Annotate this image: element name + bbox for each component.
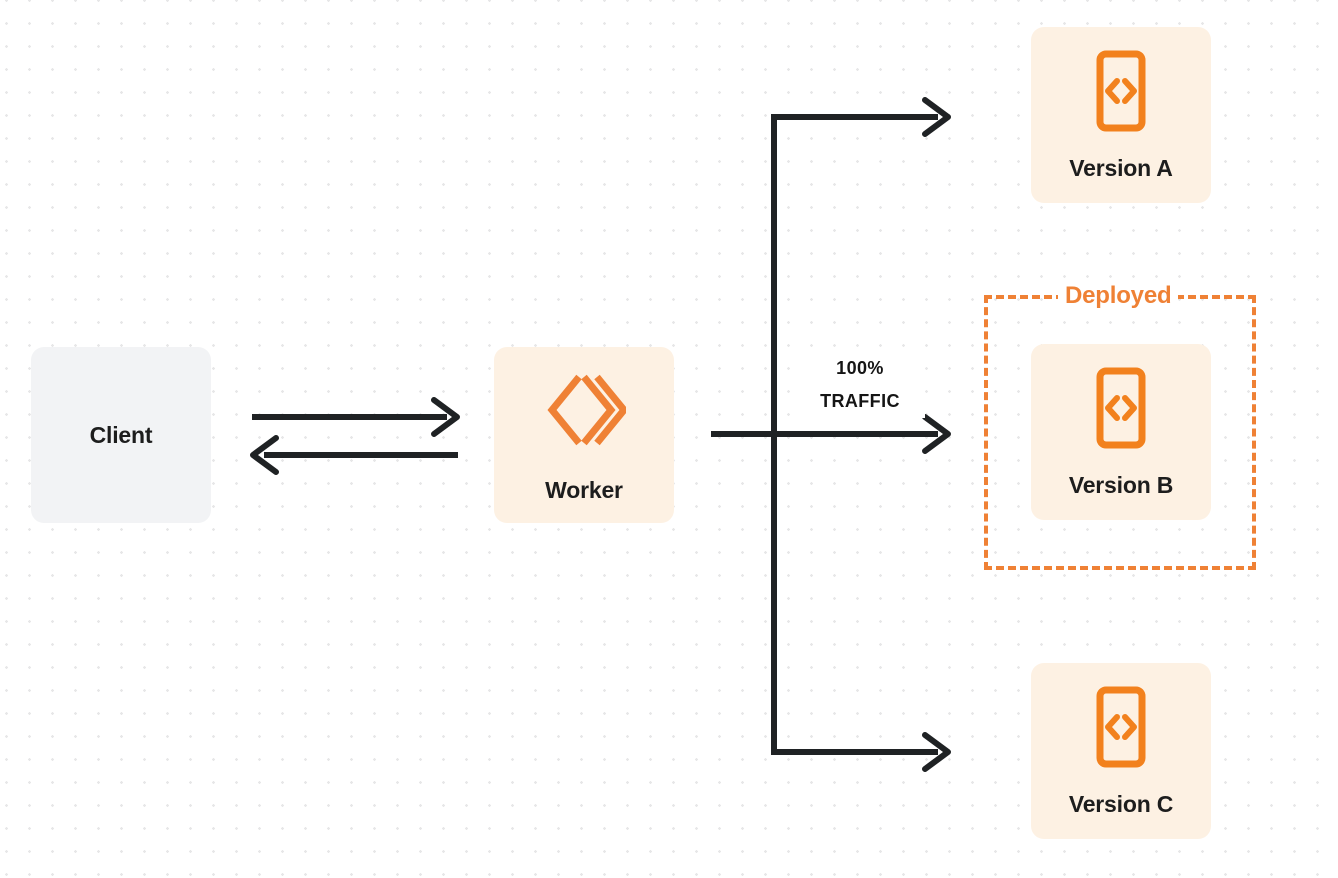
deployed-frame-top-left-segment	[984, 295, 1064, 299]
worker-label: Worker	[545, 477, 623, 503]
traffic-percent: 100%	[836, 358, 884, 378]
code-brackets-icon	[1096, 686, 1146, 773]
node-version-c[interactable]: Version C	[1031, 663, 1211, 839]
arrow-client-to-worker	[252, 397, 460, 437]
arrow-worker-to-version-a	[771, 97, 951, 137]
arrow-worker-to-client	[250, 435, 458, 475]
version-b-label: Version B	[1068, 472, 1174, 498]
node-client[interactable]: Client	[31, 347, 211, 523]
node-version-a[interactable]: Version A	[1031, 27, 1211, 203]
client-label: Client	[89, 421, 153, 448]
cloudflare-workers-logo-icon	[542, 368, 629, 457]
deployed-frame-top-right-segment	[1176, 295, 1256, 299]
version-c-label: Version C	[1068, 791, 1174, 817]
arrow-worker-to-version-b	[711, 414, 951, 454]
code-brackets-icon	[1096, 367, 1146, 454]
arrow-worker-to-version-c	[771, 732, 951, 772]
version-a-label: Version A	[1069, 155, 1173, 181]
traffic-label: 100% TRAFFIC	[795, 352, 925, 418]
node-version-b[interactable]: Version B	[1031, 344, 1211, 520]
traffic-caption: TRAFFIC	[820, 391, 900, 411]
node-worker[interactable]: Worker	[494, 347, 674, 523]
deployed-group-frame	[984, 295, 1256, 570]
code-brackets-icon	[1096, 50, 1146, 137]
deployed-group-label: Deployed	[1058, 284, 1179, 308]
